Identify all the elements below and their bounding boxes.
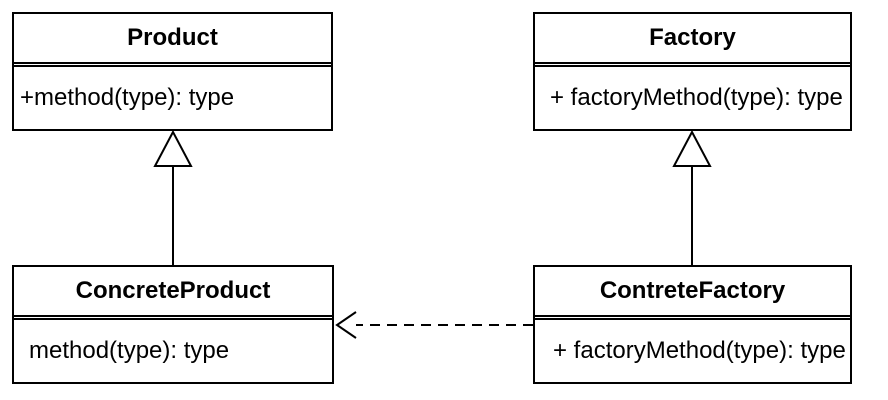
class-box-factory: Factory + factoryMethod(type): type	[533, 12, 852, 131]
class-member: method(type): type	[29, 337, 230, 364]
class-title: Product	[127, 24, 218, 51]
compartment-separator	[14, 315, 332, 320]
class-box-concrete-product: ConcreteProduct method(type): type	[12, 265, 334, 384]
class-title: ContreteFactory	[599, 277, 786, 304]
class-box-product: Product +method(type): type	[12, 12, 333, 131]
class-member: +method(type): type	[20, 84, 235, 111]
class-title: Factory	[649, 24, 736, 51]
generalization-arrow-factory-right	[672, 129, 712, 265]
compartment-separator	[535, 315, 850, 320]
class-member: + factoryMethod(type): type	[553, 337, 846, 364]
hollow-triangle-icon	[153, 129, 193, 167]
class-member: + factoryMethod(type): type	[550, 84, 843, 111]
compartment-separator	[14, 62, 331, 67]
dependency-arrow-dashed	[335, 311, 533, 339]
class-box-contrete-factory: ContreteFactory + factoryMethod(type): t…	[533, 265, 852, 384]
generalization-arrow-product-left	[153, 129, 193, 265]
hollow-triangle-icon	[672, 129, 712, 167]
class-title: ConcreteProduct	[75, 277, 271, 304]
open-arrowhead-icon	[335, 311, 357, 339]
compartment-separator	[535, 62, 850, 67]
